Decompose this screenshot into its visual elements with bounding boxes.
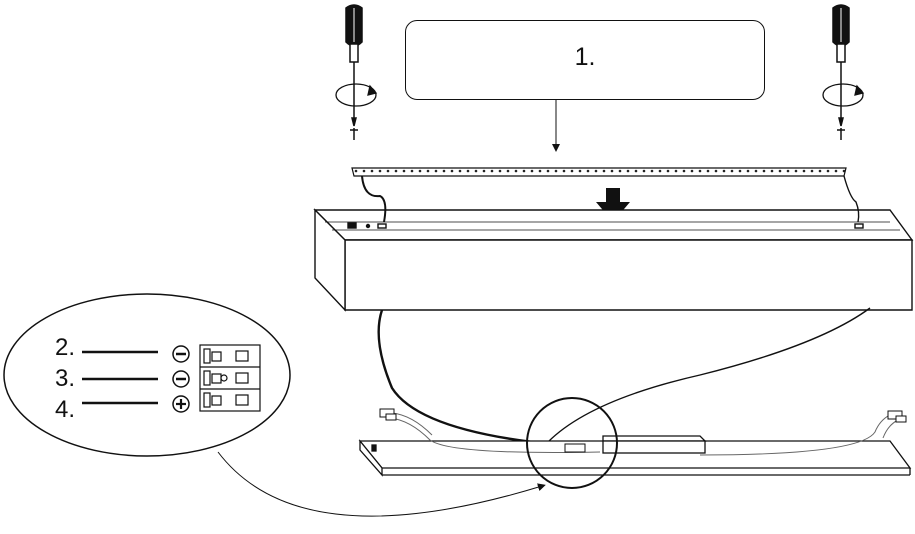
right-rotate-icon — [822, 83, 865, 107]
step1-label: 1. — [574, 43, 596, 71]
terminal-block — [199, 344, 261, 412]
cable-right — [547, 307, 871, 443]
wire-label-2: 2. — [55, 334, 76, 361]
minus-terminal-icon-2 — [172, 370, 190, 388]
end-clips — [379, 408, 907, 456]
strip-wire-left — [361, 175, 387, 223]
connector-block — [564, 443, 586, 453]
minus-terminal-icon-1 — [172, 345, 190, 363]
arrow-down-icon — [596, 188, 630, 222]
plus-terminal-icon — [172, 395, 190, 413]
left-screwdriver-icon — [345, 4, 363, 140]
wire-label-3: 3. — [55, 365, 76, 392]
strip-wire-right — [843, 175, 860, 223]
wire-label-4: 4. — [55, 396, 76, 423]
step1-box: 1. — [405, 20, 765, 100]
fixture-housing — [313, 208, 914, 312]
cable-left — [377, 309, 561, 447]
driver-box — [602, 435, 707, 454]
right-screwdriver-icon — [832, 4, 850, 140]
detail-circle — [526, 397, 618, 489]
mounting-strip — [351, 167, 847, 177]
left-rotate-icon — [335, 83, 378, 107]
callout-leader — [217, 451, 546, 517]
wire-leads — [82, 350, 158, 405]
callout-ellipse — [3, 293, 291, 457]
diffuser-channel — [358, 439, 912, 477]
